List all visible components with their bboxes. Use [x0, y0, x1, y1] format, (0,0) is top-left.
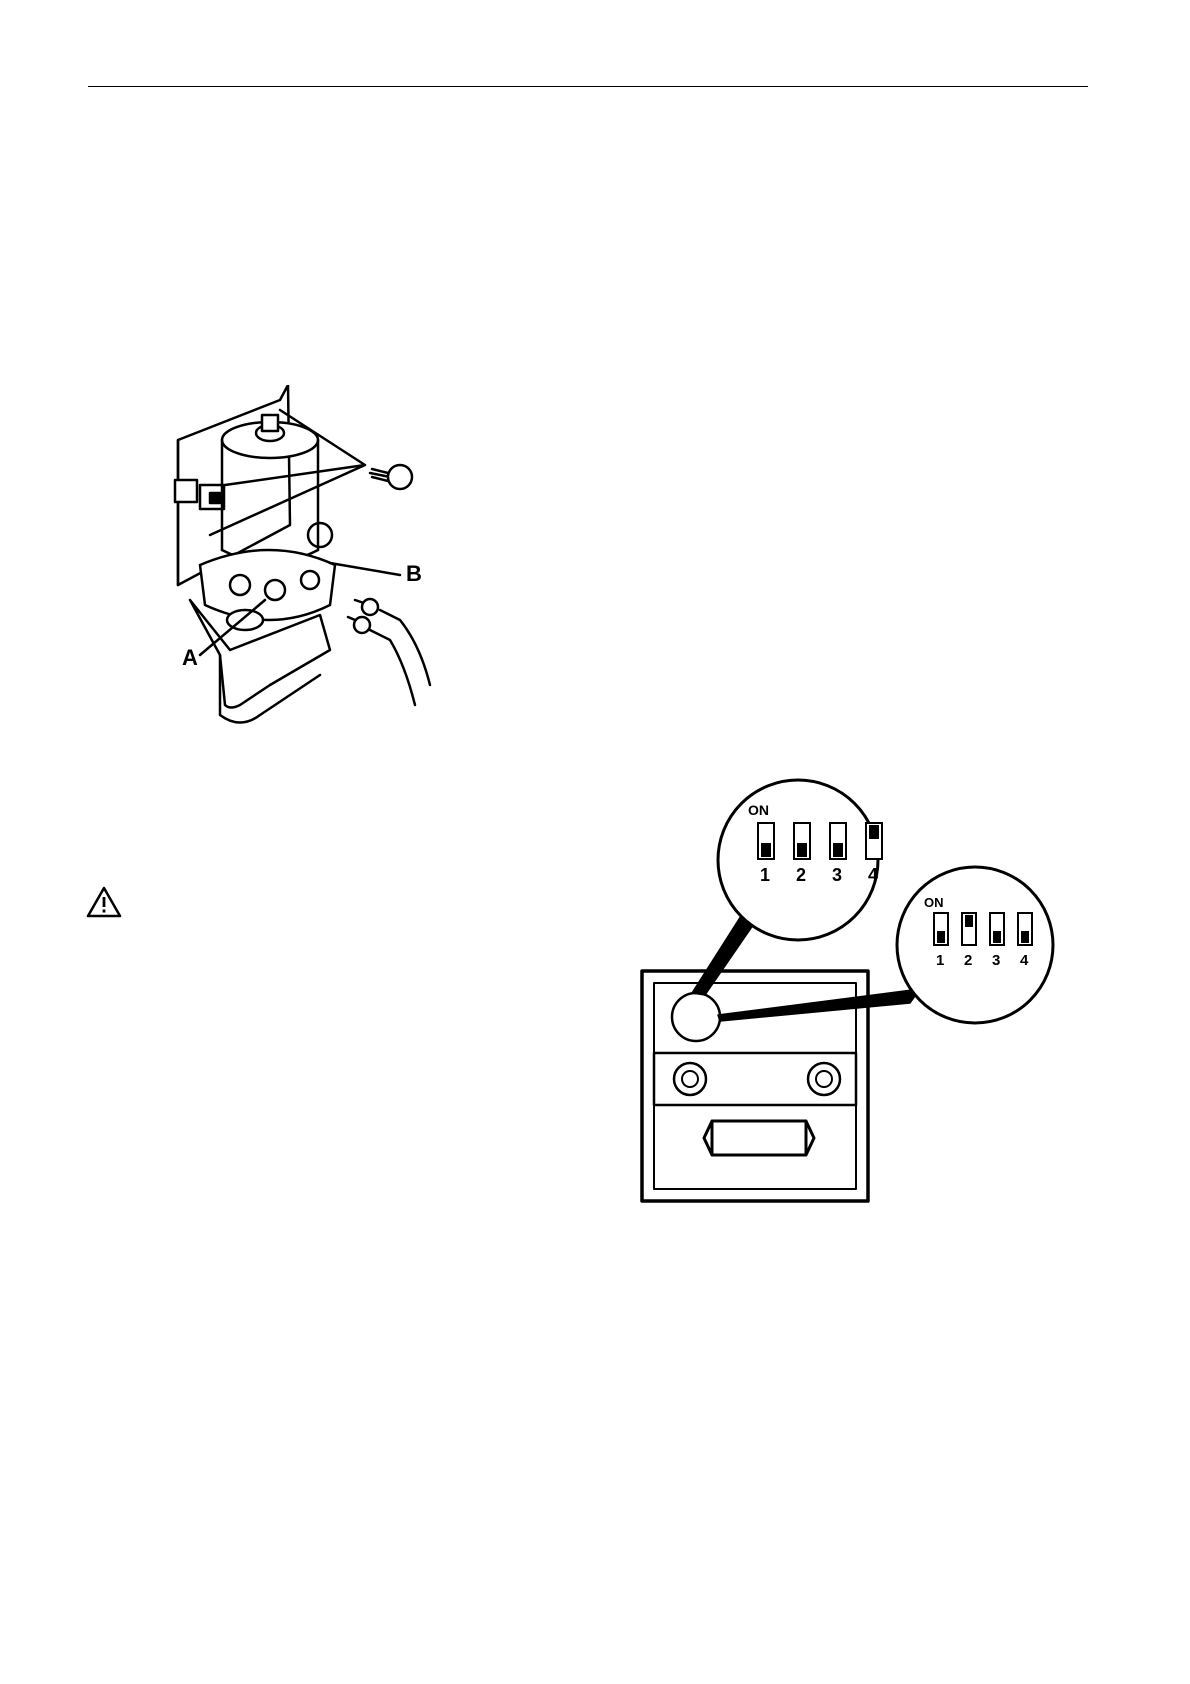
lower-switch-label-4: 4 [1020, 952, 1029, 969]
callout-a: A [182, 645, 198, 670]
header-rule [88, 86, 1088, 87]
lower-switch-label-2: 2 [964, 952, 972, 969]
callout-b: B [406, 561, 422, 586]
upper-switch-label-2: 2 [796, 865, 806, 885]
upper-on-label: ON [748, 802, 769, 818]
lower-on-label: ON [924, 895, 944, 910]
upper-switch-label-4: 4 [868, 865, 878, 885]
lower-switch-label-1: 1 [936, 952, 944, 969]
upper-switch-label-1: 1 [760, 865, 770, 885]
warning-triangle-icon [86, 886, 122, 918]
pump-motor-illustration: B A [170, 385, 470, 745]
upper-switch-label-3: 3 [832, 865, 842, 885]
lower-switch-label-3: 3 [992, 952, 1000, 969]
dip-switch-illustration: ON 1 2 3 4 ON 1 2 3 4 [630, 775, 1090, 1215]
